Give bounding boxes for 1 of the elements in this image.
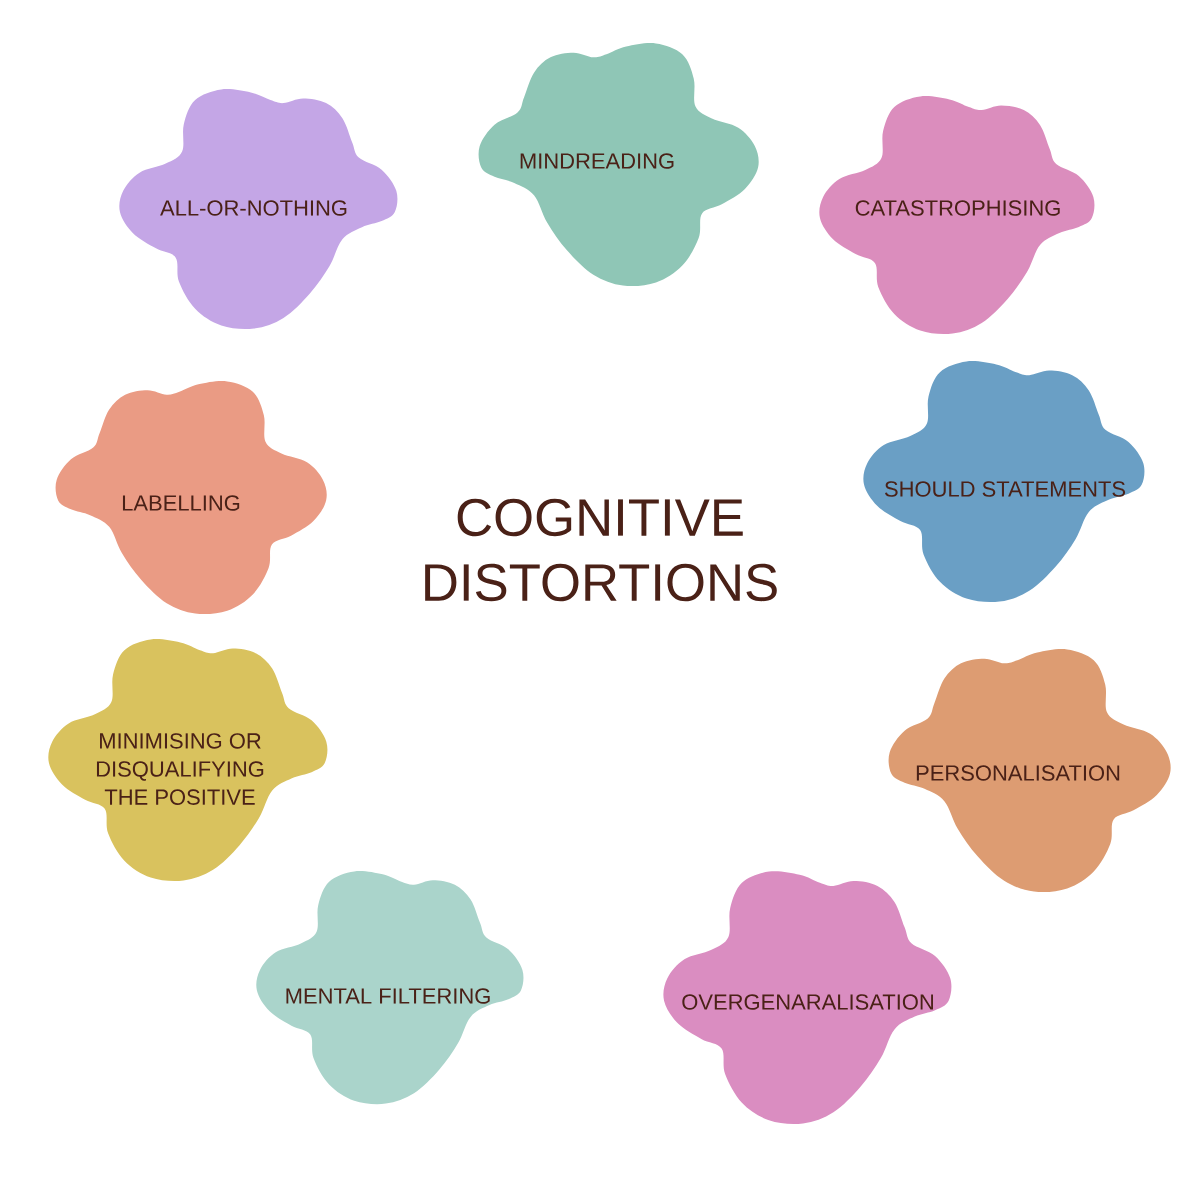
title: COGNITIVE DISTORTIONS xyxy=(425,498,777,602)
